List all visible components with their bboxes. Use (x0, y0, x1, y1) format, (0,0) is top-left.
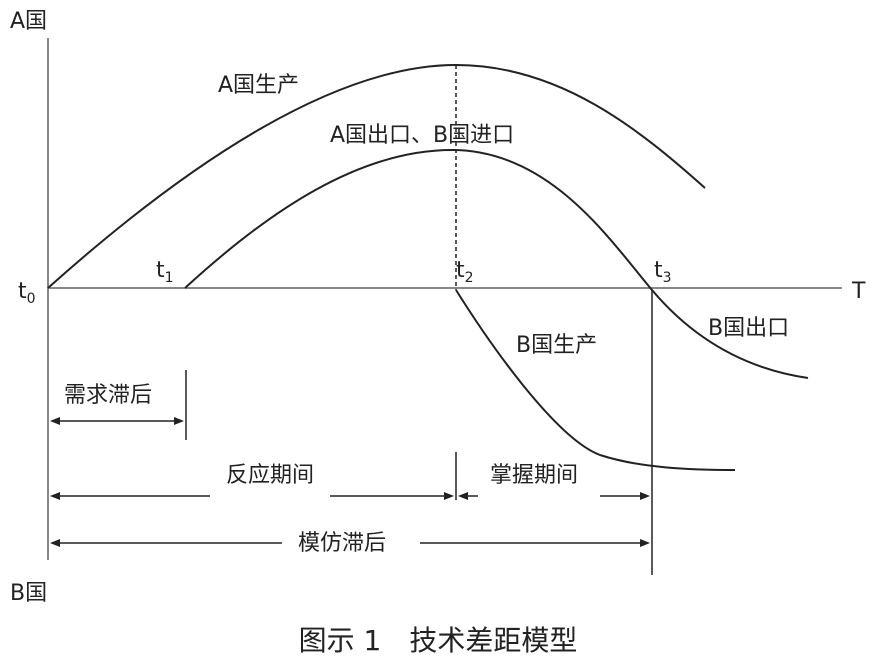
t2-label: t2 (456, 258, 474, 286)
t1-letter: t (156, 258, 165, 283)
t0-subscript: 0 (27, 291, 36, 307)
a-export-b-import-label: A国出口、B国进口 (330, 123, 514, 148)
figure-caption: 图示 1 技术差距模型 (299, 624, 578, 657)
t1-subscript: 1 (165, 270, 174, 286)
axis-top-label: A国 (10, 9, 47, 34)
t3-subscript: 3 (663, 270, 672, 286)
imitation-lag-label: 模仿滞后 (298, 531, 386, 556)
a-production-curve (47, 63, 706, 289)
a-export-b-import-curve (184, 148, 809, 379)
arrowhead (640, 492, 650, 500)
arrowhead (174, 417, 184, 425)
arrowhead (640, 539, 650, 547)
arrowhead (50, 539, 60, 547)
b-export-label: B国出口 (708, 316, 789, 341)
mastery-period-label: 掌握期间 (490, 463, 578, 488)
b-production-curve (455, 289, 736, 471)
t2-subscript: 2 (465, 270, 474, 286)
axis-bottom-label: B国 (10, 581, 47, 606)
arrowhead (50, 417, 60, 425)
t1-label: t1 (156, 258, 174, 286)
t2-letter: t (456, 258, 465, 283)
arrowhead (50, 492, 60, 500)
reaction-period-label: 反应期间 (226, 463, 314, 488)
t0-letter: t (18, 279, 27, 304)
time-axis-label: T (851, 279, 866, 304)
b-production-label: B国生产 (516, 333, 597, 358)
t3-label: t3 (654, 258, 672, 286)
arrowhead (458, 492, 468, 500)
arrowhead (444, 492, 454, 500)
demand-lag-label: 需求滞后 (64, 383, 152, 408)
a-production-label: A国生产 (218, 73, 299, 98)
t3-letter: t (654, 258, 663, 283)
t0-label: t0 (18, 279, 36, 307)
